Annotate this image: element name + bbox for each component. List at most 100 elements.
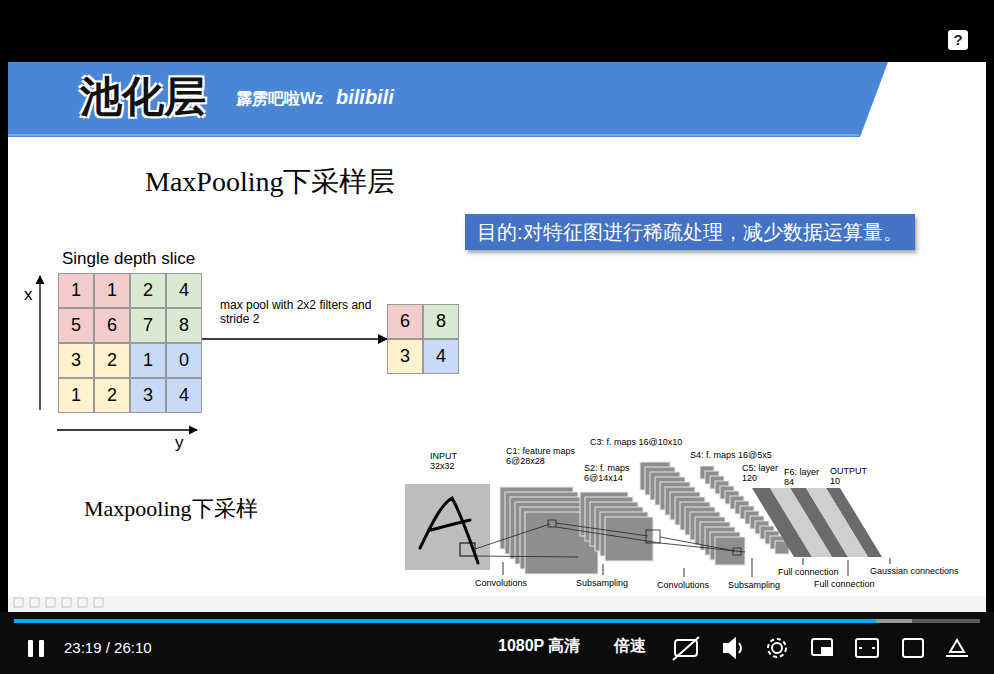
grid-cell: 8 [166,308,202,343]
letter-drawing [420,498,478,563]
full-connection-bands [806,488,868,557]
grid-cell: 0 [166,343,202,378]
quality-button: 1080P 高清 [498,637,580,655]
s2-maps [580,492,653,561]
edge-label: max pool with 2x2 filters and stride 2 [220,299,376,327]
slide-tool-icons [30,598,39,607]
operation-label: Full connection [814,579,875,589]
cell-value: 4 [179,385,189,406]
purpose-box: 目的:对特征图进行稀疏处理，减少数据运算量。 [465,214,915,250]
grid-cell: 6 [94,308,130,343]
pause-icon [39,640,44,657]
cell-value: 5 [71,315,81,336]
pooled-cell: 6 [387,304,423,339]
grid-cell: 3 [130,378,166,413]
label-ticks [503,558,890,577]
grid-cell: 2 [130,273,166,308]
grid-cell: 3 [58,343,94,378]
help-button: ? [948,30,968,50]
progress-played [14,619,876,623]
progress-buffered [876,619,912,623]
projection-lines [475,520,745,557]
pooled-cell: 4 [423,339,459,374]
operation-label: Subsampling [576,578,628,588]
cell-value: 8 [436,311,446,332]
watermark-logo: bilibili [336,86,394,109]
projection-lines [475,524,550,549]
slide-tool-icons [14,598,103,607]
player-icons [903,639,923,657]
cell-value: 1 [143,350,153,371]
operation-label: Subsampling [728,580,780,590]
watermark: 霹雳吧啦Wz [236,90,323,108]
slide-tool-icons [94,598,103,607]
cell-value: 1 [107,280,117,301]
grid-cell: 1 [58,378,94,413]
output-grid: 68 3 4 [387,304,459,374]
operation-label: Convolutions [475,578,527,588]
player-icons [673,637,968,660]
y-axis-arrow [57,429,197,430]
x-axis-arrow [39,276,40,410]
cell-value: 4 [436,346,446,367]
grid-cell: 1 [94,273,130,308]
c3-maps [715,537,745,565]
player-icons [768,639,786,657]
layer-label: C3: f. maps 16@10x10 [590,437,682,447]
purpose-text: 目的:对特征图进行稀疏处理，减少数据运算量。 [477,214,903,250]
operation-label: Gaussian connections [870,566,959,576]
slide-toolbar [8,596,986,612]
label-ticks [890,558,891,564]
label-ticks [603,564,604,575]
layer-label: OUTPUT 10 [830,466,876,487]
grid-cell: 2 [94,343,130,378]
player-icons [946,640,968,656]
projection-lines [475,556,578,557]
axis-label: y [175,433,184,453]
projection-lines [548,520,556,527]
slide-note: Maxpooling下采样 [84,496,258,521]
slide-tool-icons [62,598,71,607]
player-icons [673,637,699,660]
grid-heading: Single depth slice [58,248,202,270]
pooling-arrow [202,338,387,339]
grid-cell: 4 [166,273,202,308]
cell-value: 7 [143,315,153,336]
help-icon [948,30,968,50]
progress-track [14,619,980,623]
grid-cell: 7 [130,308,166,343]
cell-value: 3 [71,350,81,371]
cell-value: 2 [107,350,117,371]
pooled-cell: 8 [423,304,459,339]
slide-tool-icons [78,598,87,607]
cell-value: 0 [179,350,189,371]
player-icons [739,643,741,653]
pooled-cell: 3 [387,339,423,374]
cell-value: 1 [71,280,81,301]
band-fill [8,62,888,137]
label-ticks [803,558,804,565]
grid-cell: 4 [166,378,202,413]
cell-value: 3 [400,346,410,367]
player-icons [772,643,782,653]
slide-subtitle: MaxPooling下采样层 [145,166,395,198]
cell-value: 2 [107,385,117,406]
input-grid: Single depth slice1124567832101234 [58,248,202,413]
cell-value: 3 [143,385,153,406]
grid-cell: 2 [94,378,130,413]
player-icons [724,639,735,657]
layer-label: C5: layer 120 [742,463,784,484]
label-ticks [848,560,849,576]
lenet-figure [405,462,890,577]
layer-label: S4: f. maps 16@5x5 [690,450,772,460]
layer-label: INPUT 32x32 [430,451,464,472]
layer-label: F6: layer 84 [784,467,826,488]
cell-value: 1 [71,385,81,406]
label-ticks [684,568,685,577]
label-ticks [752,558,753,577]
slide-tool-icons [14,598,23,607]
slide-tool-icons [46,598,55,607]
cell-value: 4 [179,280,189,301]
